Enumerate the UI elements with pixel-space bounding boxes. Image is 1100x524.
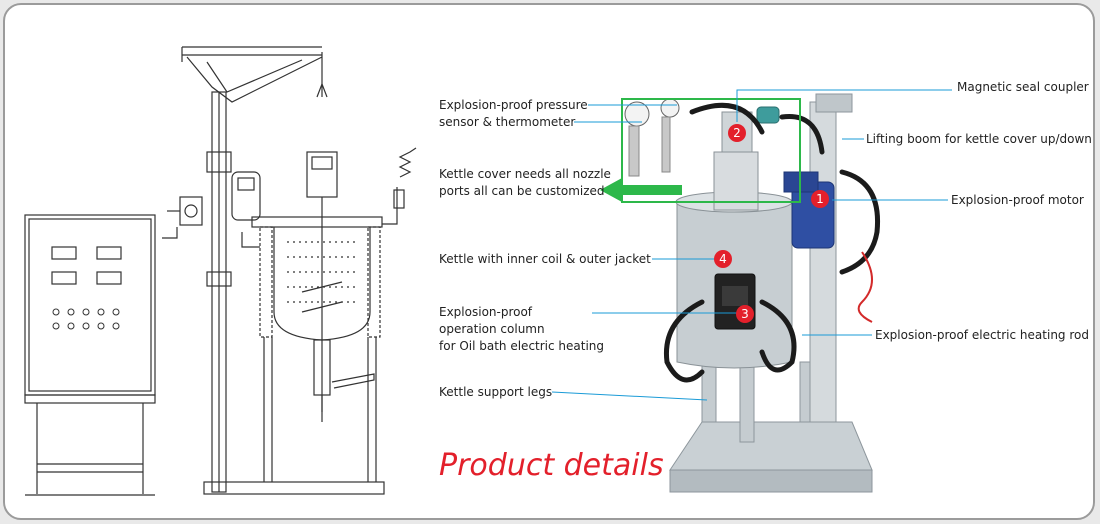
label-column-line1: Explosion-proof (439, 305, 533, 319)
marker-1-label: 1 (816, 192, 824, 206)
marker-2: 2 (728, 124, 746, 142)
label-heating-rod: Explosion-proof electric heating rod (875, 328, 1089, 342)
label-column-line2: operation column (439, 322, 545, 336)
marker-3-label: 3 (741, 307, 749, 321)
reactor-photo (621, 93, 881, 493)
label-motor: Explosion-proof motor (951, 193, 1084, 207)
reactor-vessel (251, 151, 383, 422)
marker-1: 1 (811, 190, 829, 208)
label-cover-line2: ports all can be customized (439, 184, 605, 198)
marker-3: 3 (736, 305, 754, 323)
label-pressure-line2: sensor & thermometer (439, 115, 575, 129)
label-legs: Kettle support legs (439, 385, 552, 399)
marker-2-label: 2 (733, 126, 741, 140)
frame-legs (203, 337, 385, 495)
label-boom: Lifting boom for kettle cover up/down (866, 132, 1092, 146)
marker-4-label: 4 (719, 252, 727, 266)
callout-labels: Explosion-proof pressure sensor & thermo… (439, 80, 1092, 399)
callout-lines (551, 89, 952, 401)
technical-drawing (24, 46, 417, 496)
hand-crank (162, 171, 261, 239)
product-diagram: 1 2 3 4 Explosion-proof pressure sensor … (24, 46, 1092, 496)
green-arrow (600, 178, 682, 202)
label-pressure-line1: Explosion-proof pressure (439, 98, 588, 112)
label-column-line3: for Oil bath electric heating (439, 339, 604, 353)
side-pipes (241, 147, 417, 248)
product-details-title: Product details (439, 448, 664, 483)
label-coupler: Magnetic seal coupler (957, 80, 1089, 94)
crane-boom (181, 46, 328, 493)
label-coil: Kettle with inner coil & outer jacket (439, 252, 651, 266)
label-cover-line1: Kettle cover needs all nozzle (439, 167, 611, 181)
product-card: 1 2 3 4 Explosion-proof pressure sensor … (3, 3, 1095, 520)
marker-4: 4 (714, 250, 732, 268)
control-cabinet (24, 214, 156, 496)
